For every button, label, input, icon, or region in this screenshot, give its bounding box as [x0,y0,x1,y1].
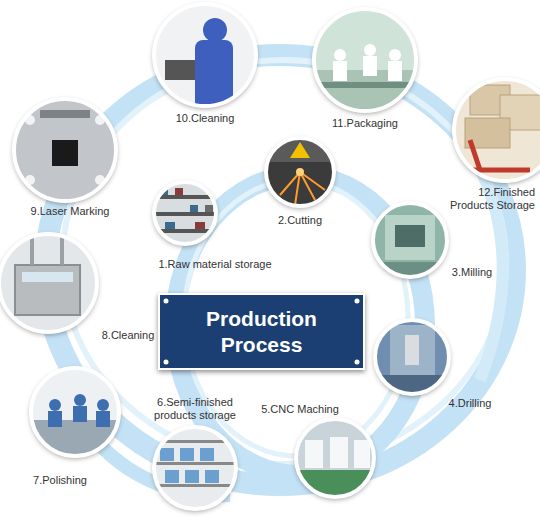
label-holder: 4.Drilling [449,397,492,410]
label-holder: 9.Laser Marking [31,205,110,218]
step-label: 11.Packaging [332,117,398,130]
circle-border [31,368,119,456]
step-circle: 1.Raw material storage [153,181,217,245]
polishing-photo [30,394,120,460]
circle-border [14,99,116,201]
laser-marking-photo [13,98,117,202]
step-circle: 3.Milling [372,202,448,278]
circle-outline [0,233,98,333]
step-label: 12.Finished Products Storage [435,186,535,212]
circle-outline [30,367,120,457]
label-holder: 6.Semi-finished products storage [135,396,255,422]
step-label: 7.Polishing [33,474,87,487]
circle-border [454,79,540,181]
title-box: Production Process [158,293,365,370]
label-holder: 8.Cleaning [102,329,155,342]
circle-outline [313,8,417,112]
step-label: 10.Cleaning [176,112,235,125]
circle-border [0,234,97,332]
step-label: 5.CNC Maching [261,403,339,416]
label-holder: 1.Raw material storage [158,258,271,271]
step-circle: 8.Cleaning [0,233,98,333]
semi-finished-photo [153,440,237,487]
step-circle: 12.Finished Products Storage [453,78,540,182]
circle-border [154,4,256,106]
milling-photo [372,215,448,282]
step-label: 1.Raw material storage [158,258,271,271]
label-holder: 5.CNC Maching [261,403,339,416]
step-circle: 7.Polishing [30,367,120,457]
circle-outline [453,78,540,182]
step-label: 3.Milling [452,266,492,279]
circle-outline [153,3,257,107]
circle-outline [13,98,117,202]
step-label: 8.Cleaning [102,329,155,342]
circle-border [266,138,334,206]
circle-outline [265,137,335,207]
step-label: 6.Semi-finished products storage [135,396,255,422]
cutting-photo [265,137,335,205]
step-circle: 5.CNC Maching [295,418,375,498]
label-holder: 11.Packaging [332,117,398,130]
step-circle: 2.Cutting [265,137,335,207]
step-label: 9.Laser Marking [31,205,110,218]
step-circle: 9.Laser Marking [13,98,117,202]
circle-outline [153,426,237,510]
label-holder: 2.Cutting [278,214,322,227]
label-holder: 3.Milling [452,266,492,279]
label-holder: 12.Finished Products Storage [435,186,535,212]
label-holder: 10.Cleaning [176,112,235,125]
circle-border [154,182,216,244]
step-circle: 11.Packaging [313,8,417,112]
cnc-photo [295,437,375,500]
circle-outline [374,319,450,395]
circle-border [375,320,449,394]
circle-border [296,419,374,497]
step-label: 2.Cutting [278,214,322,227]
circle-outline [153,181,217,245]
cleaning-photo [15,235,80,315]
step-circle: 4.Drilling [374,319,450,395]
step-circle: 6.Semi-finished products storage [153,426,237,510]
title-text: Production Process [197,306,327,358]
label-holder: 7.Polishing [33,474,87,487]
circle-outline [295,418,375,498]
step-label: 4.Drilling [449,397,492,410]
finished-storage-photo [465,85,540,170]
step-circle: 10.Cleaning [153,3,257,107]
packaging-photo [313,44,417,112]
circle-border [373,203,447,277]
circle-outline [372,202,448,278]
circle-border [314,9,416,111]
circle-border [154,427,236,509]
